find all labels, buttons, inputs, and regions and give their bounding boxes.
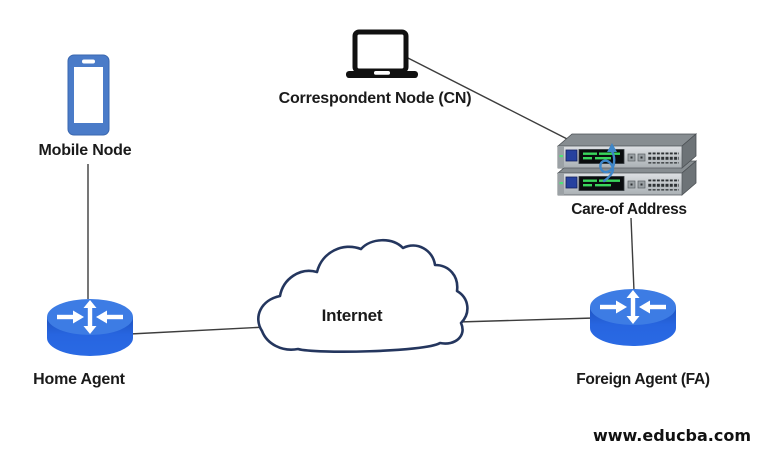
server-cable <box>599 149 616 183</box>
cloud-icon <box>257 238 469 353</box>
connection-care-of-address-foreign-agent <box>630 217 635 292</box>
server-cable-arrowhead <box>607 143 617 152</box>
care-of-address-label: Care-of Address <box>571 201 687 218</box>
router-icon-home-agent <box>47 299 133 356</box>
laptop-icon <box>346 29 418 78</box>
connection-internet-foreign-agent <box>457 317 595 323</box>
phone-screen <box>74 67 103 123</box>
laptop-base-notch <box>374 71 390 75</box>
laptop-screen <box>352 29 409 74</box>
correspondent-node-label: Correspondent Node (CN) <box>279 90 472 107</box>
connections <box>87 56 635 335</box>
foreign-agent-label: Foreign Agent (FA) <box>576 371 710 388</box>
connection-correspondent-node-care-of-address <box>405 56 578 145</box>
server-unit-top <box>557 133 697 169</box>
phone-speaker <box>82 59 95 64</box>
smartphone-icon <box>67 54 110 136</box>
internet-label: Internet <box>322 306 383 325</box>
watermark: www.educba.com <box>593 426 751 445</box>
connection-home-agent-internet <box>129 326 267 335</box>
router-icon-foreign-agent <box>590 289 676 346</box>
mobile-node-label: Mobile Node <box>39 142 132 159</box>
server-stack-icon <box>557 133 697 196</box>
home-agent-label: Home Agent <box>33 371 126 388</box>
